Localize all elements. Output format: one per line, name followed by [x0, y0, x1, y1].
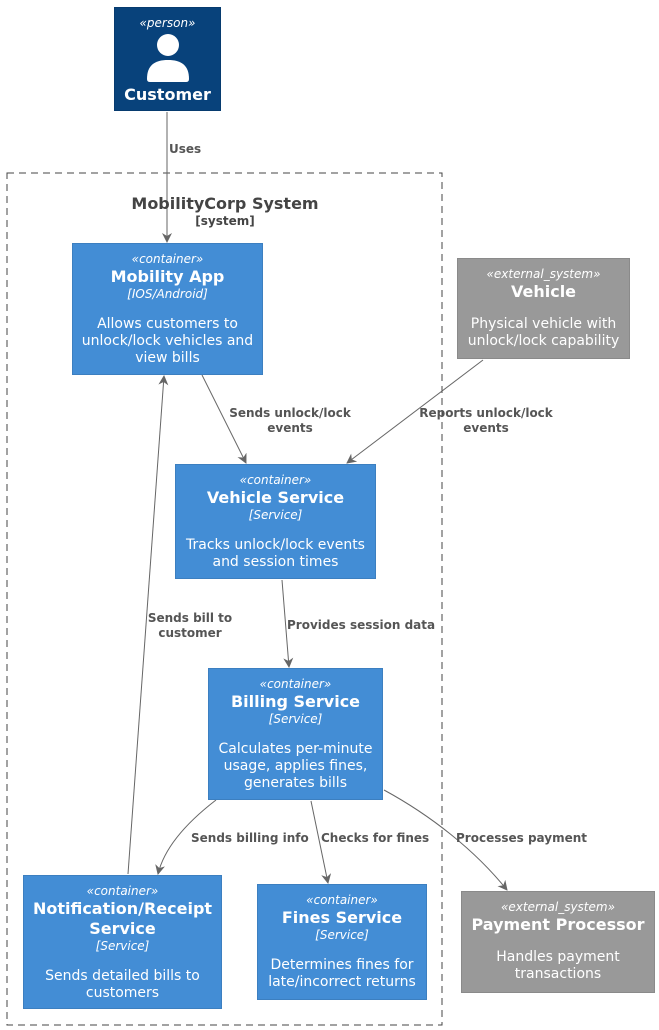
notification-service-desc: Sends detailed bills to customers — [45, 968, 200, 1002]
desc-line: Allows customers to — [97, 316, 238, 332]
edge-label-line: Uses — [169, 142, 202, 156]
desc-line: late/incorrect returns — [268, 974, 416, 990]
system-boundary — [6, 172, 443, 1026]
edge-provides-session — [281, 579, 294, 668]
desc-line: Physical vehicle with — [470, 316, 617, 332]
edge-sends-billing — [155, 799, 217, 875]
edge-label-line: Checks for fines — [321, 831, 430, 845]
billing-service-node[interactable]: «container» Billing Service [Service] Ca… — [208, 668, 383, 800]
desc-line: Determines fines for — [270, 957, 414, 973]
edge-label-sends-bill: Sends bill to customer — [140, 611, 240, 641]
person-name: Customer — [124, 85, 211, 104]
edge-label-sends-unlock: Sends unlock/lock events — [220, 406, 360, 436]
billing-service-title: Billing Service — [230, 692, 361, 711]
mobility-app-desc: Allows customers to unlock/lock vehicles… — [82, 316, 253, 367]
edge-sends-unlock — [201, 374, 247, 464]
desc-line: view bills — [135, 350, 200, 366]
fines-service-node[interactable]: «container» Fines Service [Service] Dete… — [257, 884, 427, 1000]
billing-service-desc: Calculates per-minute usage, applies fin… — [219, 741, 373, 792]
edge-label-line: Sends billing info — [191, 831, 309, 845]
billing-service-stereotype: «container» — [259, 677, 332, 691]
vehicle-service-tech: [Service] — [248, 508, 303, 522]
desc-line: customers — [85, 985, 160, 1001]
edge-label-line: customer — [158, 626, 222, 640]
payment-processor-title: Payment Processor — [471, 915, 645, 934]
fines-service-stereotype: «container» — [306, 893, 378, 907]
desc-line: unlock/lock vehicles and — [81, 333, 254, 349]
edge-label-line: Provides session data — [287, 618, 436, 632]
edge-label-line: Sends unlock/lock — [229, 406, 351, 420]
edge-sends-bill — [127, 375, 169, 875]
vehicle-service-node[interactable]: «container» Vehicle Service [Service] Tr… — [175, 464, 376, 579]
vehicle-service-stereotype: «container» — [239, 473, 312, 487]
vehicle-desc: Physical vehicle with unlock/lock capabi… — [468, 316, 620, 350]
edge-label-line: events — [267, 421, 313, 435]
edge-label-line: Reports unlock/lock — [419, 406, 553, 420]
edge-label-processes-payment: Processes payment — [456, 831, 587, 846]
payment-processor-desc: Handles payment transactions — [496, 949, 619, 983]
vehicle-service-desc: Tracks unlock/lock events and session ti… — [186, 537, 365, 571]
edge-label-provides-session: Provides session data — [287, 618, 435, 633]
vehicle-stereotype: «external_system» — [486, 267, 601, 281]
fines-service-tech: [Service] — [315, 928, 369, 942]
billing-service-tech: [Service] — [268, 712, 323, 726]
edge-label-line: events — [463, 421, 509, 435]
mobility-app-title: Mobility App — [110, 267, 225, 286]
notification-service-node[interactable]: «container» Notification/Receipt Service… — [23, 875, 222, 1009]
edge-checks-fines — [310, 800, 332, 884]
title-line: Service — [89, 919, 156, 938]
customer-person[interactable]: «person» Customer — [114, 7, 221, 111]
notification-service-title: Notification/Receipt Service — [33, 899, 212, 939]
payment-processor-stereotype: «external_system» — [501, 900, 615, 914]
mobility-app-node[interactable]: «container» Mobility App [IOS/Android] A… — [72, 243, 263, 375]
desc-line: Calculates per-minute — [218, 741, 373, 757]
person-icon — [146, 34, 189, 82]
notification-service-tech: [Service] — [95, 939, 150, 953]
mobility-app-stereotype: «container» — [131, 252, 204, 266]
edge-label-checks-fines: Checks for fines — [321, 831, 429, 846]
desc-line: Tracks unlock/lock events — [186, 537, 365, 553]
desc-line: transactions — [514, 966, 602, 982]
notification-service-stereotype: «container» — [86, 884, 159, 898]
vehicle-service-title: Vehicle Service — [206, 488, 345, 507]
edge-reports-unlock — [346, 359, 484, 464]
desc-line: Handles payment — [496, 949, 620, 965]
boundary-type: [system] — [195, 214, 255, 228]
payment-processor-node[interactable]: «external_system» Payment Processor Hand… — [461, 891, 655, 993]
fines-service-title: Fines Service — [281, 908, 403, 927]
desc-line: unlock/lock capability — [467, 333, 620, 349]
desc-line: usage, applies fines, — [223, 758, 368, 774]
edge-label-reports-unlock: Reports unlock/lock events — [416, 406, 556, 436]
edge-processes-payment — [383, 789, 508, 891]
person-stereotype: «person» — [139, 16, 196, 30]
boundary-title: MobilityCorp System [system] — [100, 194, 350, 228]
mobility-app-tech: [IOS/Android] — [127, 287, 208, 301]
title-line: Notification/Receipt — [32, 899, 213, 918]
vehicle-title: Vehicle — [510, 282, 577, 301]
vehicle-node[interactable]: «external_system» Vehicle Physical vehic… — [457, 258, 630, 359]
desc-line: and session times — [212, 554, 339, 570]
edge-label-line: Sends bill to — [147, 611, 233, 625]
edge-label-sends-billing: Sends billing info — [191, 831, 309, 846]
desc-line: Sends detailed bills to — [45, 968, 200, 984]
boundary-name: MobilityCorp System — [131, 194, 319, 213]
edge-label-line: Processes payment — [456, 831, 588, 845]
fines-service-desc: Determines fines for late/incorrect retu… — [268, 957, 416, 991]
edge-label-uses: Uses — [169, 142, 201, 157]
desc-line: generates bills — [243, 775, 347, 791]
